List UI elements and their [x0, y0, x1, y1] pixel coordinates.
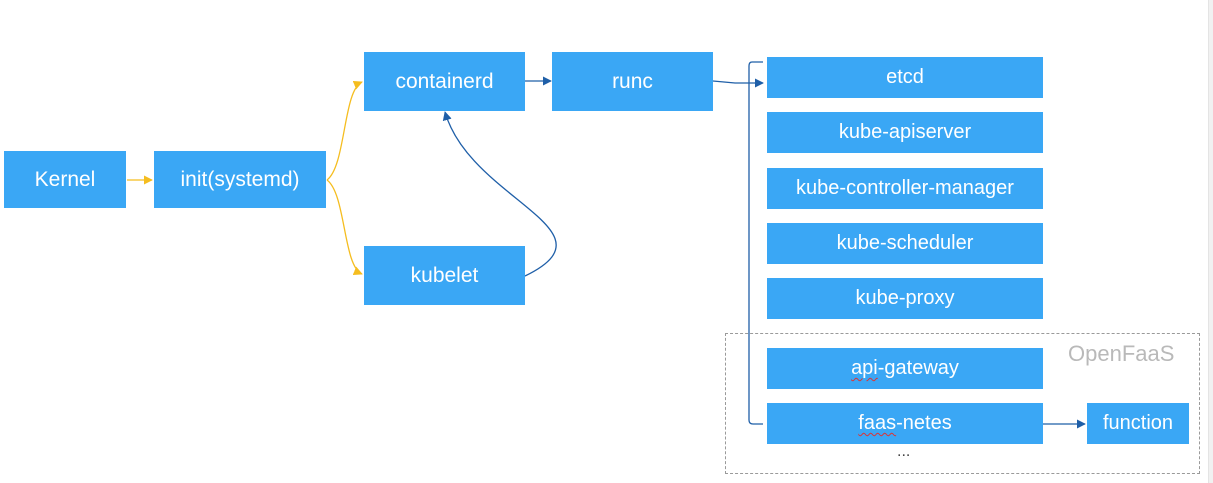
edge-kubelet-containerd [442, 111, 557, 277]
api-gateway-label-suffix: -gateway [877, 357, 959, 379]
etcd-node: etcd [767, 57, 1043, 98]
api-gateway-node: api-gateway [767, 348, 1043, 389]
faas-netes-label-prefix: faas [858, 412, 897, 434]
edge-init-containerd [326, 81, 363, 181]
faas-netes-label-suffix: -netes [896, 412, 952, 434]
kube-controller-manager-node: kube-controller-manager [767, 168, 1043, 209]
api-gateway-label-prefix: api [851, 357, 878, 379]
kube-scheduler-node: kube-scheduler [767, 223, 1043, 264]
kube-apiserver-node: kube-apiserver [767, 112, 1043, 153]
kube-proxy-node: kube-proxy [767, 278, 1043, 319]
runc-node: runc [552, 52, 713, 111]
openfaas-group-label: OpenFaaS [1068, 341, 1175, 366]
kubelet-node: kubelet [364, 246, 525, 305]
bracket-line [748, 61, 763, 425]
edge-runc-bracket [712, 78, 764, 88]
faas-netes-node: faas-netes [767, 403, 1043, 444]
edge-init-kubelet [326, 179, 363, 275]
kernel-node: Kernel [4, 151, 126, 208]
function-node: function [1087, 403, 1189, 444]
window-edge [1208, 0, 1213, 483]
more-ellipsis: ... [897, 443, 911, 460]
init-node: init(systemd) [154, 151, 326, 208]
openfaas-group [725, 333, 1200, 474]
containerd-node: containerd [364, 52, 525, 111]
